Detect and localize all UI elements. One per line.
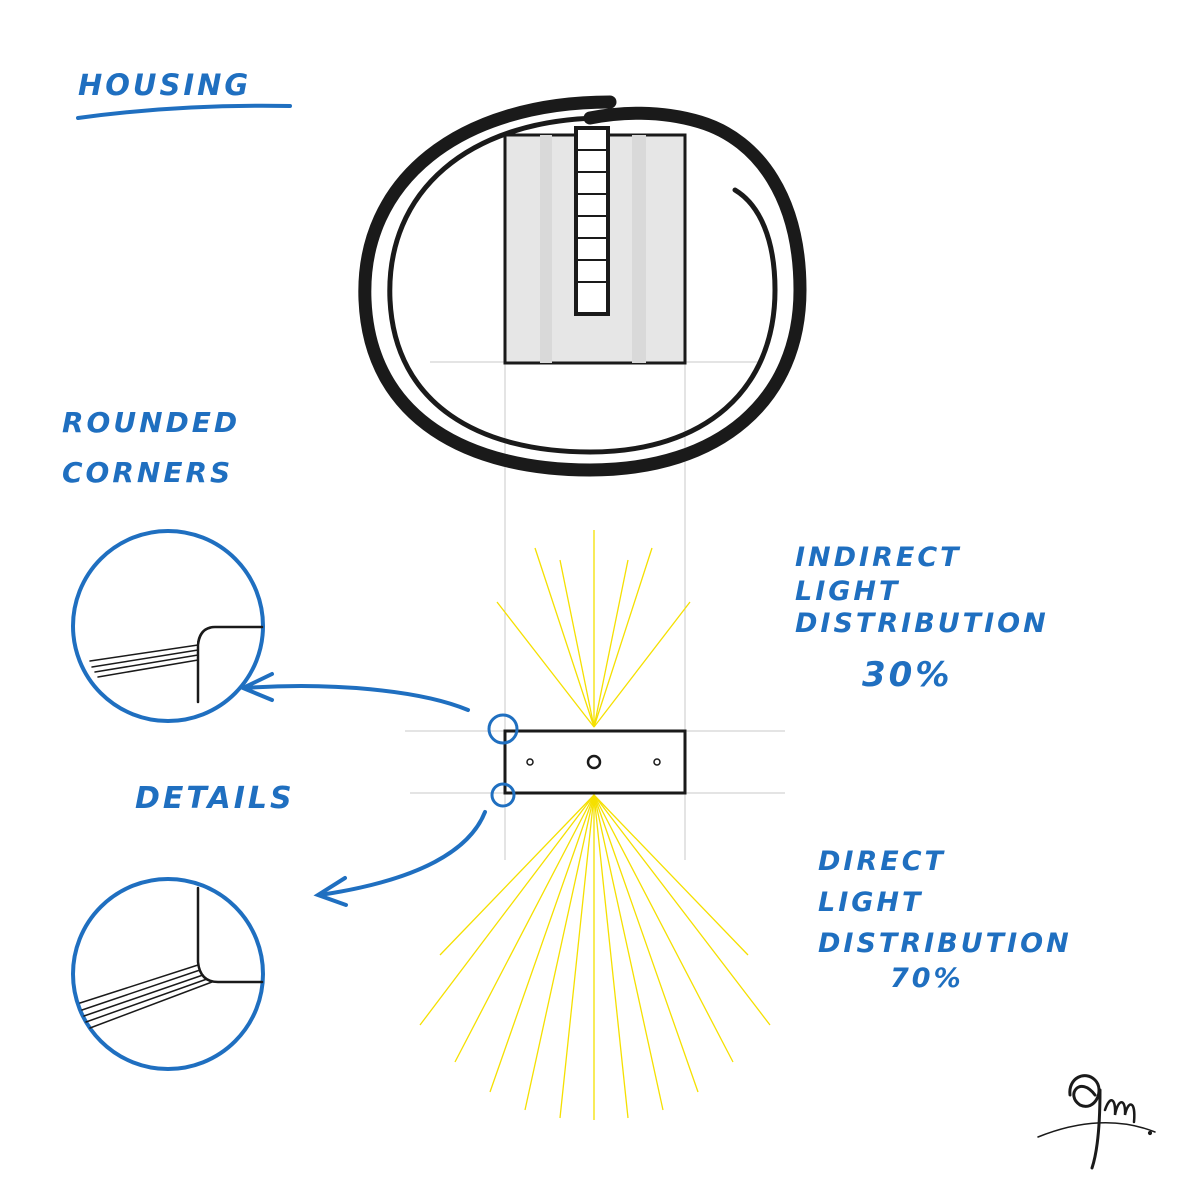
direct-label-line3: DISTRIBUTION: [818, 928, 1072, 959]
luminaire-side-view: [503, 729, 687, 795]
housing-title: HOUSING: [78, 68, 251, 102]
rounded-corners-label-line1: ROUNDED: [62, 406, 240, 439]
indirect-percent: 30%: [862, 655, 952, 695]
housing-underline: [76, 103, 292, 120]
details-label: DETAILS: [135, 781, 295, 816]
bottom-corner-detail-marker: [490, 782, 516, 808]
indirect-label-line3: DISTRIBUTION: [795, 608, 1049, 639]
artist-signature-logo: [1037, 1074, 1156, 1170]
top-corner-detail-view: [71, 529, 265, 723]
indirect-light-rays: [496, 530, 691, 728]
direct-label-line1: DIRECT: [818, 846, 946, 877]
top-corner-detail-marker: [487, 713, 519, 745]
direct-label-line2: LIGHT: [818, 887, 923, 918]
top-detail-arrow: [238, 672, 470, 712]
direct-percent: 70%: [890, 963, 964, 994]
direct-light-rays: [419, 794, 771, 1120]
rounded-corners-label-line2: CORNERS: [62, 456, 233, 489]
indirect-label-line2: LIGHT: [795, 576, 900, 607]
housing-circle: [358, 95, 807, 477]
bottom-corner-detail-view: [71, 877, 265, 1071]
indirect-label-line1: INDIRECT: [795, 542, 962, 573]
bottom-detail-arrow: [313, 810, 487, 907]
housing-panel: [503, 126, 687, 365]
